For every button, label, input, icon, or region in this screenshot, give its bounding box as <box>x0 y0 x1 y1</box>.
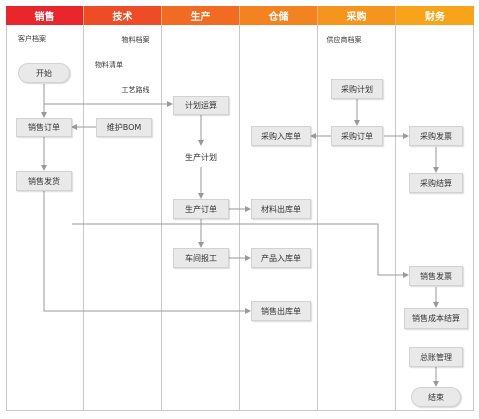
lane-finance <box>396 25 474 411</box>
production-order-node: 生产订单 <box>173 199 229 219</box>
start-node: 开始 <box>18 63 70 83</box>
sales-cost-settlement-node: 销售成本结算 <box>404 308 468 329</box>
purchase-plan-node: 采购计划 <box>331 79 383 99</box>
end-node: 结束 <box>411 387 461 407</box>
process-route-node: 工艺路线 <box>117 83 154 97</box>
purchase-inbound-node: 采购入库单 <box>251 126 311 146</box>
sales-outbound-node: 销售出库单 <box>251 301 311 321</box>
lane-header-sales: 销售 <box>6 6 84 25</box>
connector-start-to-plancalc <box>43 100 173 107</box>
general-ledger-node: 总账管理 <box>409 347 463 367</box>
sales-delivery-node: 销售发货 <box>16 171 72 191</box>
lane-header-storage: 仓储 <box>240 6 318 25</box>
material-outbound-node: 材料出库单 <box>251 199 311 219</box>
material-file-node: 物料档案 <box>117 33 154 47</box>
lane-header-finance: 财务 <box>396 6 474 25</box>
connector-delivery-to-salesinvoice <box>72 223 409 278</box>
lane-sales <box>6 25 84 411</box>
lane-purchase <box>318 25 396 411</box>
workshop-report-node: 车间报工 <box>173 248 229 268</box>
product-inbound-node: 产品入库单 <box>251 248 311 268</box>
purchase-settlement-node: 采购结算 <box>409 173 463 193</box>
plan-calculation-node: 计划运算 <box>173 96 229 115</box>
customer-file-node: 客户档案 <box>12 32 52 46</box>
lane-header-tech: 技术 <box>84 6 162 25</box>
connector-delivery-to-salesout <box>43 191 251 314</box>
purchase-order-node: 采购订单 <box>331 126 383 146</box>
lane-production <box>162 25 240 411</box>
maintain-bom-node: 维护BOM <box>96 118 152 137</box>
lane-storage <box>240 25 318 411</box>
sales-invoice-node: 销售发票 <box>409 266 463 286</box>
bom-list-node: 物料清单 <box>91 58 127 71</box>
supplier-file-node: 供应商档案 <box>322 33 366 47</box>
lane-header-purchase: 采购 <box>318 6 396 25</box>
sales-order-node: 销售订单 <box>16 118 72 137</box>
lane-tech <box>84 25 162 411</box>
production-plan-node: 生产计划 <box>178 148 224 166</box>
lane-header-production: 生产 <box>162 6 240 25</box>
purchase-invoice-node: 采购发票 <box>409 126 463 146</box>
